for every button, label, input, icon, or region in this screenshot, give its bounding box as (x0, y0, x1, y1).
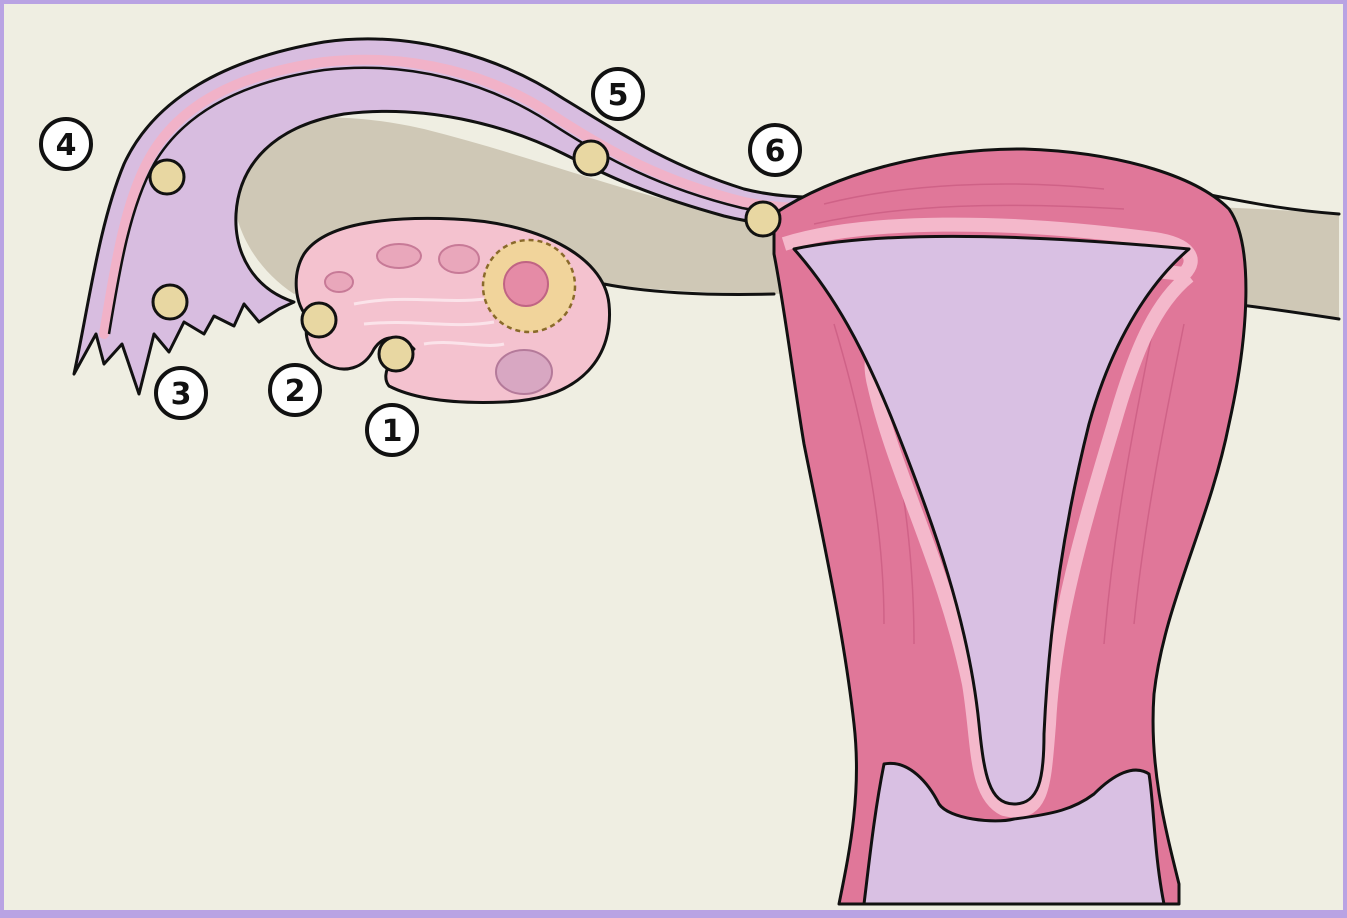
site-2-dot (302, 303, 336, 337)
site-2-label: 2 (285, 374, 306, 409)
site-1-marker: 1 (367, 337, 417, 455)
site-3-dot (153, 285, 187, 319)
ovarian-follicle (496, 350, 552, 394)
uterine-tube-diagram: 1 2 3 4 5 6 (4, 4, 1347, 918)
site-5-label: 5 (608, 78, 629, 113)
ovarian-follicle (377, 244, 421, 268)
site-5-dot (574, 141, 608, 175)
site-4-dot (150, 160, 184, 194)
site-1-label: 1 (382, 414, 403, 449)
ovarian-follicle (325, 272, 353, 292)
oocyte (504, 262, 548, 306)
site-1-dot (379, 337, 413, 371)
site-6-label: 6 (765, 134, 786, 169)
site-4-label: 4 (56, 128, 77, 163)
site-3-label: 3 (171, 377, 192, 412)
site-6-dot (746, 202, 780, 236)
ovarian-follicle (439, 245, 479, 273)
